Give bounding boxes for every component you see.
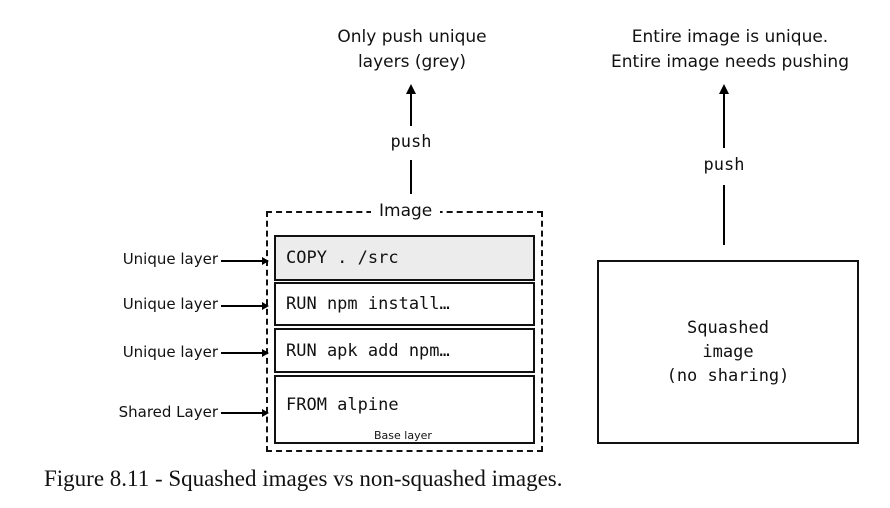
layer-command: FROM alpine — [286, 395, 399, 415]
side-label-shared: Shared Layer — [118, 403, 218, 421]
side-label-unique-2: Unique layer — [122, 295, 218, 313]
squashed-image-box: Squashed image (no sharing) — [597, 260, 859, 444]
side-arrowhead — [262, 257, 269, 265]
side-label-unique-1: Unique layer — [122, 250, 218, 268]
layer-command: COPY . /src — [286, 248, 399, 268]
side-arrow-line — [221, 260, 263, 262]
side-arrow-line — [221, 412, 263, 414]
layer-command: RUN npm install… — [286, 294, 450, 314]
layer-command: RUN apk add npm… — [286, 340, 450, 361]
side-arrow-line — [221, 305, 263, 307]
layer-run-apk-add: RUN apk add npm… — [274, 328, 535, 373]
side-arrowhead — [262, 302, 269, 310]
side-arrow-line — [221, 352, 263, 354]
left-push-arrow-lower — [410, 160, 412, 194]
right-push-arrow-lower — [723, 185, 725, 245]
image-frame-label: Image — [371, 201, 441, 221]
base-layer-note: Base layer — [374, 429, 432, 442]
right-top-caption: Entire image is unique. Entire image nee… — [611, 27, 849, 72]
left-push-arrow-upper — [410, 92, 412, 126]
side-arrowhead — [262, 409, 269, 417]
layer-run-npm-install: RUN npm install… — [274, 282, 535, 326]
figure-caption: Figure 8.11 - Squashed images vs non-squ… — [44, 466, 563, 491]
left-top-caption: Only push unique layers (grey) — [337, 27, 487, 72]
right-push-arrowhead — [719, 84, 729, 94]
left-push-label: push — [390, 132, 432, 152]
side-arrowhead — [262, 349, 269, 357]
side-label-unique-3: Unique layer — [122, 343, 218, 361]
right-push-arrow-upper — [723, 92, 725, 148]
left-push-arrowhead — [406, 84, 416, 94]
layer-copy-src: COPY . /src — [274, 235, 535, 281]
layer-from-alpine: FROM alpine — [274, 375, 535, 444]
right-push-label: push — [703, 155, 745, 175]
